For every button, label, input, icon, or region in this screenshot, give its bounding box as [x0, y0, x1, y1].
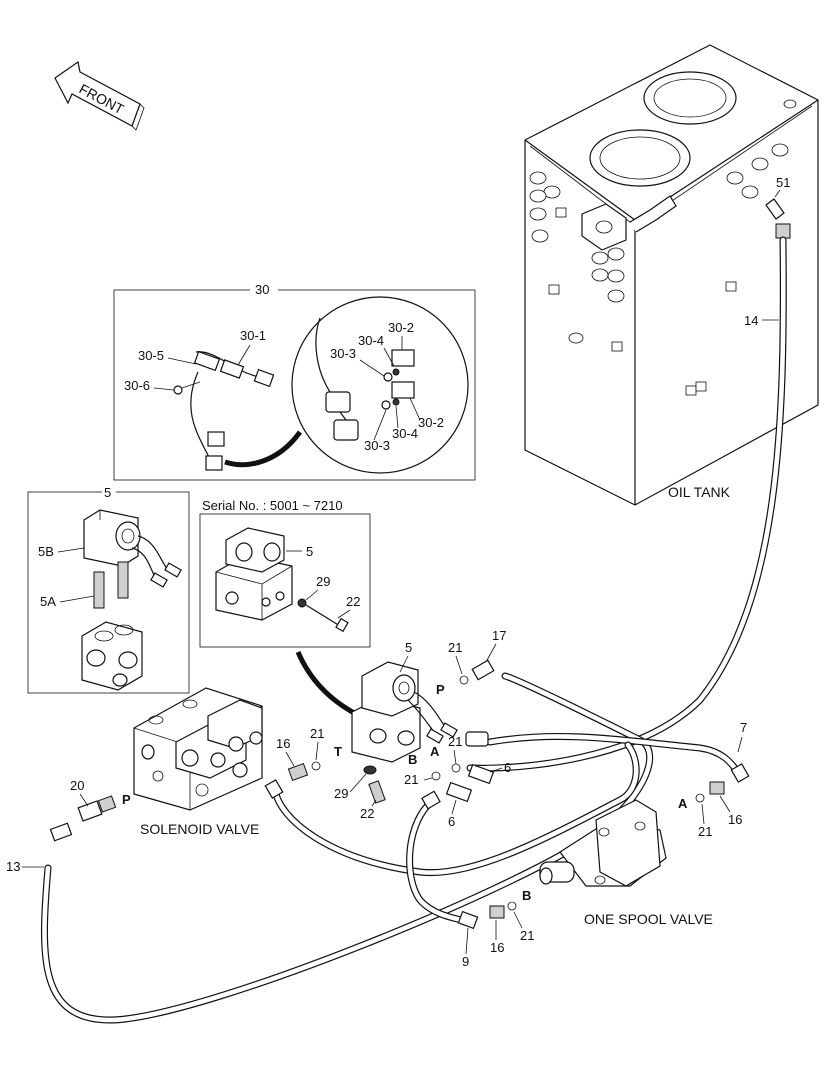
callout-30-2b: 30-2: [418, 415, 444, 430]
callout-16-c: 16: [728, 812, 742, 827]
callout-6-b: 6: [448, 814, 455, 829]
inset-30-harness: 30 30-1 30-5 30-6 30-2 30-4 30-3: [113, 282, 476, 481]
callout-16-a: 16: [276, 736, 290, 751]
callout-30-4b: 30-4: [392, 426, 418, 441]
callout-5B: 5B: [38, 544, 54, 559]
callout-9: 9: [462, 954, 469, 969]
callout-22-serial: 22: [346, 594, 360, 609]
callout-5-main: 5: [405, 640, 412, 655]
callout-30-6: 30-6: [124, 378, 150, 393]
one-spool-valve: ONE SPOOL VALVE: [539, 799, 713, 927]
callout-30-1: 30-1: [240, 328, 266, 343]
callout-20: 20: [70, 778, 84, 793]
solenoid-valve-label: SOLENOID VALVE: [140, 821, 259, 837]
inset-serial-valve: Serial No. : 5001 ~ 7210 5 29 22: [199, 498, 371, 648]
fitting-20: 20: [49, 778, 117, 842]
callout-30-3a: 30-3: [330, 346, 356, 361]
callout-7: 7: [740, 720, 747, 735]
callout-29-serial: 29: [316, 574, 330, 589]
callout-5-serial: 5: [306, 544, 313, 559]
hoses: [40, 236, 787, 1024]
one-spool-valve-label: ONE SPOOL VALVE: [584, 911, 713, 927]
callout-29-main: 29: [334, 786, 348, 801]
oil-tank-label: OIL TANK: [668, 484, 731, 500]
fittings-main: 17 21 6 6 21 21 16 21 9 16 21: [264, 628, 750, 969]
port-A-spool: A: [678, 796, 688, 811]
port-P-solenoid: P: [122, 792, 131, 807]
callout-30-2a: 30-2: [388, 320, 414, 335]
callout-13: 13: [6, 859, 20, 874]
port-B-spool: B: [522, 888, 531, 903]
callout-17: 17: [492, 628, 506, 643]
callout-21-a: 21: [448, 640, 462, 655]
callout-21-c: 21: [404, 772, 418, 787]
callout-51: 51: [776, 175, 790, 190]
callout-21-f: 21: [698, 824, 712, 839]
valve-5-main: 5 P T B A 29 22: [334, 640, 458, 821]
callout-21-e: 21: [520, 928, 534, 943]
front-direction-arrow: FRONT: [54, 60, 145, 131]
oil-tank: OIL TANK: [524, 44, 819, 506]
port-A-main: A: [430, 744, 440, 759]
port-P-main: P: [436, 682, 445, 697]
port-T-main: T: [334, 744, 342, 759]
callout-5-inset: 5: [104, 485, 111, 500]
callout-5A: 5A: [40, 594, 56, 609]
callout-6-a: 6: [504, 760, 511, 775]
callout-16-b: 16: [490, 940, 504, 955]
port-B-main: B: [408, 752, 417, 767]
callout-30-4a: 30-4: [358, 333, 384, 348]
fitting-51: 51: [765, 175, 791, 239]
callout-30-5: 30-5: [138, 348, 164, 363]
callout-30-3b: 30-3: [364, 438, 390, 453]
solenoid-valve: P SOLENOID VALVE: [122, 687, 263, 837]
callout-30: 30: [255, 282, 269, 297]
serial-number-label: Serial No. : 5001 ~ 7210: [202, 498, 343, 513]
callout-22-main: 22: [360, 806, 374, 821]
inset-5-solenoid: 5 5B 5A: [27, 484, 190, 694]
callout-21-d: 21: [310, 726, 324, 741]
callout-21-b: 21: [448, 734, 462, 749]
callout-14: 14: [744, 313, 758, 328]
